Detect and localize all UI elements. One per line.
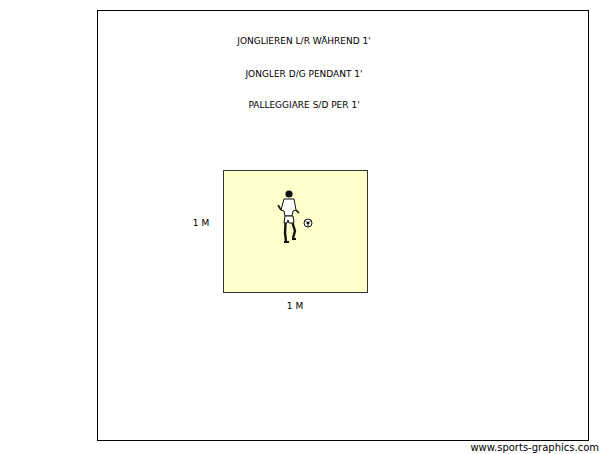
dimension-label: 1 M (287, 300, 303, 312)
dimension-label: 1 M (193, 217, 209, 229)
watermark: www.sports-graphics.com (470, 441, 599, 454)
instruction-text: PALLEGGIARE S/D PER 1' (248, 100, 359, 111)
drill-frame: JONGLIEREN L/R WÄHREND 1' JONGLER D/G PEN… (97, 10, 589, 441)
ball (304, 219, 312, 227)
player-figure (278, 190, 299, 242)
area-square (224, 171, 368, 293)
instruction-text: JONGLIEREN L/R WÄHREND 1' (237, 36, 371, 47)
instruction-text: JONGLER D/G PENDANT 1' (245, 69, 362, 80)
